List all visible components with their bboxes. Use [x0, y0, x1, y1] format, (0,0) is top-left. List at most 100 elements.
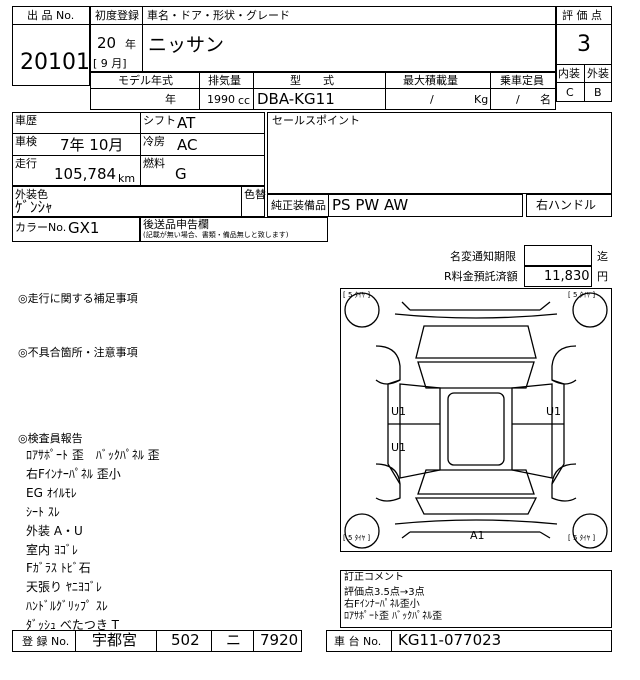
- type-label: 型 式: [290, 74, 334, 87]
- ac-value: AC: [177, 136, 198, 154]
- color-box: [12, 186, 265, 217]
- ext-color-value: ｹﾞﾝｼｬ: [15, 198, 53, 216]
- first-reg-label: 初度登録: [95, 9, 139, 22]
- chassis-box: [326, 630, 612, 652]
- equipment-box: [267, 194, 523, 217]
- capacity-value: /: [516, 93, 520, 106]
- color-no-value: GX1: [68, 219, 100, 237]
- car-name-label: 車名・ドア・形状・グレード: [147, 9, 290, 22]
- damage-mark-left-front-door: U1: [391, 405, 407, 418]
- tire-tag-rear-left: [ 5 ﾀｲﾔ ]: [343, 534, 371, 542]
- car-name: ニッサン: [148, 34, 225, 56]
- handle-box: [526, 194, 612, 217]
- tire-tag-rear-right: [ 5 ﾀｲﾔ ]: [568, 534, 596, 542]
- equipment-value: PS PW AW: [332, 196, 409, 214]
- model-year-label: モデル年式: [118, 74, 173, 87]
- recycle-box: [524, 266, 592, 287]
- chassis-label: 車 台 No.: [334, 635, 382, 648]
- correction-line: 右Fｲﾝﾅｰﾊﾟﾈﾙ歪小: [344, 599, 420, 610]
- sales-points-box: [267, 112, 612, 194]
- fuel-label: 燃料: [143, 157, 165, 170]
- shift-label: シフト: [143, 114, 176, 127]
- color-no-label: カラーNo.: [15, 221, 67, 234]
- color-change-label: 色替: [244, 188, 266, 201]
- car-diagram-drawing: [344, 292, 608, 549]
- mileage-label: 走行: [15, 157, 37, 170]
- sales-points-label: セールスポイント: [272, 114, 360, 127]
- inspector-items: ﾛｱｻﾎﾟｰﾄ 歪 ﾊﾞｯｸﾊﾟﾈﾙ 歪 右Fｲﾝﾅｰﾊﾟﾈﾙ 歪小 EG ｵｲ…: [26, 446, 160, 635]
- reg-class: 502: [171, 631, 200, 649]
- post-docs-label: 後送品申告欄: [143, 218, 209, 231]
- name-change-unit: 迄: [597, 250, 608, 263]
- correction-box: [340, 570, 612, 628]
- handle-value: 右ハンドル: [536, 198, 597, 212]
- displacement-value: 1990: [207, 93, 235, 106]
- tire-tag-front-right: [ 5 ﾀｲﾔ ]: [568, 291, 596, 299]
- inspector-item: ﾊﾝﾄﾞﾙｸﾞﾘｯﾌﾟ ｽﾚ: [26, 599, 108, 614]
- tire-tag-front-left: [ 5 ﾀｲﾔ ]: [343, 291, 371, 299]
- history-label: 車歴: [15, 114, 37, 127]
- max-load-value: /: [430, 93, 434, 106]
- post-docs-box: [140, 217, 328, 242]
- reg-month: [ 9 月]: [93, 57, 127, 70]
- reg-year-unit: 年: [125, 38, 136, 51]
- defects-label: ◎不具合箇所・注意事項: [18, 346, 138, 359]
- driving-notes-label: ◎走行に関する補足事項: [18, 292, 138, 305]
- max-load-unit: Kg: [474, 93, 489, 106]
- fuel-value: G: [175, 165, 187, 183]
- lot-label: 出 品 No.: [27, 9, 75, 22]
- ext-color-label: 外装色: [15, 188, 48, 201]
- mileage-unit: km: [118, 172, 136, 185]
- exterior-label: 外装: [587, 67, 609, 80]
- recycle-label: R料金預託済額: [444, 270, 518, 283]
- reg-number: 7920: [260, 631, 299, 649]
- score-value: 3: [577, 32, 591, 57]
- capacity-unit: 名: [540, 93, 551, 106]
- interior-grade: C: [566, 86, 574, 99]
- reg-year: 20: [97, 34, 117, 52]
- max-load-label: 最大積載量: [403, 74, 458, 87]
- reg-no-box: [12, 630, 302, 652]
- correction-label: 訂正コメント: [344, 572, 404, 583]
- reg-no-label: 登 録 No.: [22, 635, 70, 648]
- inspection-value: 7年 10月: [60, 136, 124, 154]
- lot-number: 20101: [20, 50, 90, 75]
- correction-line: 評価点3.5点→3点: [344, 587, 425, 598]
- reg-kana: ニ: [226, 631, 242, 649]
- inspector-item: 室内 ﾖｺﾞﾚ: [26, 542, 78, 557]
- car-name-box: [90, 6, 556, 72]
- specs-box: [90, 72, 556, 110]
- name-change-box: [524, 245, 592, 266]
- displacement-label: 排気量: [208, 74, 241, 87]
- chassis-number: KG11-077023: [398, 631, 502, 649]
- type-value: DBA-KG11: [257, 90, 335, 108]
- damage-mark-left-rear-door: U1: [391, 441, 407, 454]
- mileage-value: 105,784: [54, 165, 117, 183]
- details-box: [12, 112, 265, 186]
- exterior-grade: B: [594, 86, 602, 99]
- inspector-item: ｼｰﾄ ｽﾚ: [26, 504, 60, 519]
- inspector-item: ﾛｱｻﾎﾟｰﾄ 歪 ﾊﾞｯｸﾊﾟﾈﾙ 歪: [26, 448, 160, 462]
- inspector-item: Fｶﾞﾗｽ ﾄﾋﾞ石: [26, 561, 91, 576]
- inspector-item: EG ｵｲﾙﾓﾚ: [26, 485, 77, 500]
- color-no-box: [12, 217, 140, 242]
- name-change-label: 名変通知期限: [450, 250, 516, 263]
- damage-mark-rear-bumper: A1: [470, 529, 485, 542]
- lot-box: [12, 6, 90, 86]
- post-docs-note: (記載が無い場合、書類・備品無しと致します): [143, 231, 289, 239]
- equipment-label: 純正装備品: [271, 199, 326, 212]
- shift-value: AT: [177, 114, 196, 132]
- damage-mark-right-door: U1: [546, 405, 562, 418]
- inspector-label: ◎検査員報告: [18, 432, 83, 445]
- correction-line: ﾛｱｻﾎﾟｰﾄ歪 ﾊﾞｯｸﾊﾟﾈﾙ歪: [344, 611, 443, 622]
- model-year-unit: 年: [165, 93, 176, 106]
- interior-label: 内装: [558, 67, 580, 80]
- inspector-item: 天張り ﾔﾆﾖｺﾞﾚ: [26, 580, 102, 595]
- capacity-label: 乗車定員: [500, 74, 544, 87]
- recycle-unit: 円: [597, 270, 608, 283]
- ac-label: 冷房: [143, 135, 165, 148]
- car-diagram: [340, 288, 612, 552]
- reg-place: 宇都宮: [92, 631, 138, 649]
- correction-lines: 評価点3.5点→3点 右Fｲﾝﾅｰﾊﾟﾈﾙ歪小 ﾛｱｻﾎﾟｰﾄ歪 ﾊﾞｯｸﾊﾟﾈ…: [344, 587, 442, 623]
- inspector-item: ﾀﾞｯｼｭ べたつき T: [26, 618, 119, 633]
